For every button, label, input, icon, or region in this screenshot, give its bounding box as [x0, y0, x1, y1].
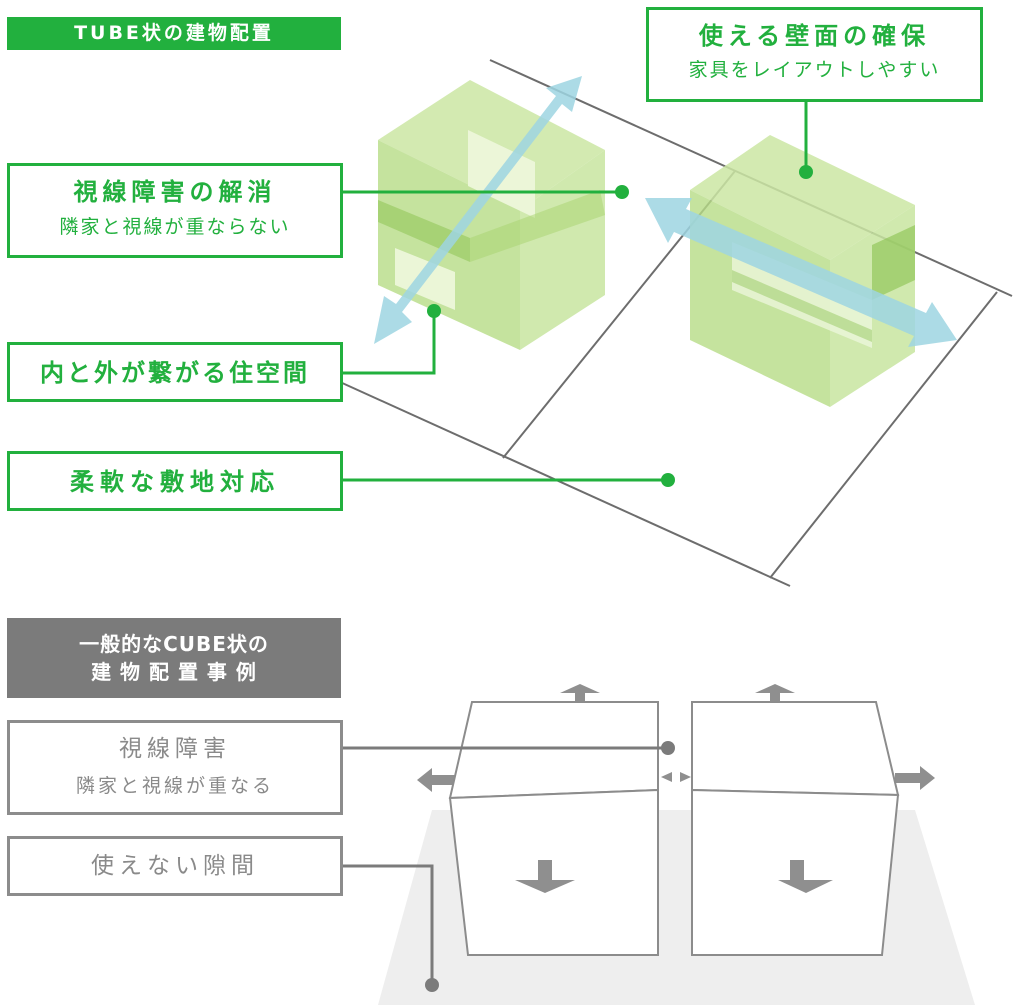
- cube-section-header: 一般的なCUBE状の 建 物 配 置 事 例: [7, 618, 341, 698]
- cube-header-line1: 一般的なCUBE状の: [79, 632, 269, 656]
- callout-sightline-resolved-title: 視線障害の解消: [73, 178, 277, 206]
- cube-leader-lines: [342, 746, 668, 985]
- callout-connected-space-title: 内と外が繋がる住空間: [40, 359, 310, 387]
- arrow-right-building: [645, 198, 957, 347]
- tube-building-left: [378, 80, 605, 350]
- callout-sightline-resolved-subtitle: 隣家と視線が重ならない: [59, 216, 291, 238]
- tube-leader-dots: [427, 165, 813, 487]
- site-boundary-bottom: [339, 381, 791, 587]
- cube-header-line2: 建 物 配 置 事 例: [91, 660, 257, 684]
- callout-usable-wall: 使える壁面の確保 家具をレイアウトしやすい: [646, 7, 983, 102]
- callout-connected-space: 内と外が繋がる住空間: [7, 342, 343, 402]
- sightline-arrows: [374, 76, 957, 347]
- callout-usable-wall-title: 使える壁面の確保: [698, 22, 931, 50]
- cube-down-arrows: [515, 860, 833, 893]
- cube-outward-arrows: [417, 684, 935, 792]
- callout-sightline-obstruction-subtitle: 隣家と視線が重なる: [75, 775, 274, 797]
- callout-sightline-obstruction-title: 視線障害: [119, 736, 231, 762]
- callout-unusable-gap: 使えない隙間: [7, 836, 343, 896]
- callout-flexible-site: 柔軟な敷地対応: [7, 451, 343, 511]
- arrow-left-building: [374, 76, 582, 344]
- callout-sightline-resolved: 視線障害の解消 隣家と視線が重ならない: [7, 163, 343, 258]
- callout-sightline-obstruction: 視線障害 隣家と視線が重なる: [7, 720, 343, 815]
- cube-building-left: [448, 701, 659, 956]
- cube-building-right: [691, 701, 900, 956]
- cube-leader-dots: [425, 741, 675, 992]
- tube-section-header: TUBE状の建物配置: [7, 17, 341, 50]
- callout-usable-wall-subtitle: 家具をレイアウトしやすい: [688, 59, 941, 81]
- site-boundary-right: [769, 291, 998, 579]
- tube-leader-lines: [342, 100, 808, 482]
- callout-unusable-gap-title: 使えない隙間: [91, 853, 259, 879]
- callout-flexible-site-title: 柔軟な敷地対応: [70, 468, 280, 496]
